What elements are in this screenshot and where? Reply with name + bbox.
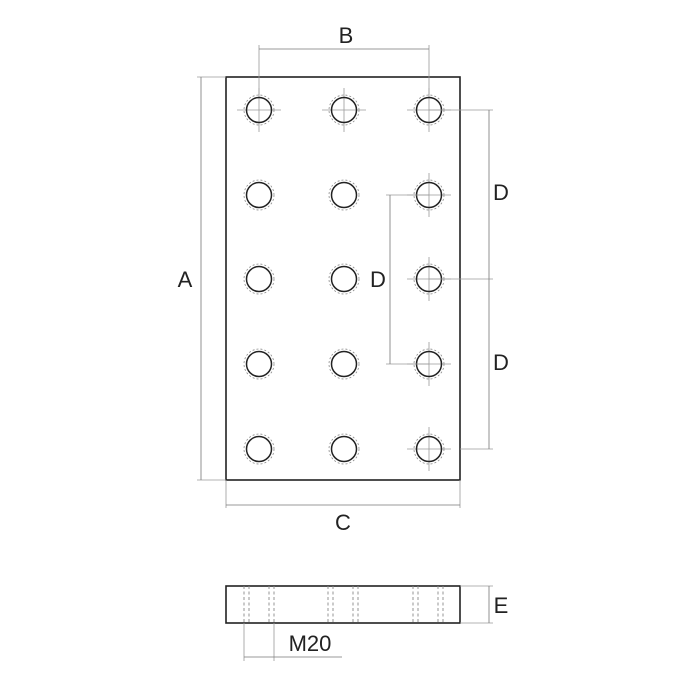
threaded-hole [243, 263, 275, 295]
dimension-label-c: C [335, 510, 351, 535]
hole-thread-outline [328, 348, 360, 380]
threaded-hole [237, 88, 281, 132]
dimension-d-inner: D [370, 194, 429, 365]
dimension-e: E [460, 585, 509, 624]
hole-bore [245, 181, 273, 209]
threaded-hole [243, 348, 275, 380]
threaded-hole [328, 263, 360, 295]
hole-bore [245, 96, 273, 124]
dimension-label-a: A [178, 267, 193, 292]
side-view [225, 585, 461, 624]
hole-thread-outline [413, 179, 445, 211]
plate-outline [225, 76, 461, 481]
dimension-label-d-top: D [493, 180, 509, 205]
hole-bore [330, 350, 358, 378]
hole-thread-outline [328, 94, 360, 126]
dimension-b: B [258, 23, 430, 95]
threaded-hole [328, 433, 360, 465]
hole-thread-outline [243, 348, 275, 380]
hole-thread-outline [243, 433, 275, 465]
hole-thread-outline [413, 348, 445, 380]
hidden-thread-lines [243, 586, 444, 623]
hole-bore [245, 350, 273, 378]
dimension-label-d-inner: D [370, 267, 386, 292]
dimension-a: A [178, 76, 226, 481]
threaded-hole [328, 179, 360, 211]
threaded-hole [328, 348, 360, 380]
dimension-c: C [225, 480, 461, 535]
top-view [225, 76, 461, 481]
threaded-hole [322, 88, 366, 132]
threaded-hole [243, 433, 275, 465]
hole-grid [237, 88, 451, 471]
dimension-label-e: E [494, 593, 509, 618]
dimension-d-outer: D D [429, 109, 509, 450]
hole-thread-outline [243, 263, 275, 295]
hole-thread-outline [243, 94, 275, 126]
threaded-hole [243, 179, 275, 211]
hole-thread-outline [328, 433, 360, 465]
dimension-label-b: B [339, 23, 354, 48]
hole-bore [330, 96, 358, 124]
hole-thread-outline [413, 433, 445, 465]
hole-bore [245, 265, 273, 293]
plate-side-outline [225, 585, 461, 624]
thread-label-m20: M20 [289, 631, 332, 656]
hole-bore [330, 265, 358, 293]
threaded-hole [407, 427, 451, 471]
hole-thread-outline [328, 179, 360, 211]
dimension-label-d-bottom: D [493, 350, 509, 375]
hole-bore [245, 435, 273, 463]
hole-bore [330, 435, 358, 463]
hole-thread-outline [328, 263, 360, 295]
hole-bore [415, 435, 443, 463]
hole-bore [330, 181, 358, 209]
thread-callout: M20 [243, 623, 342, 661]
hole-thread-outline [243, 179, 275, 211]
